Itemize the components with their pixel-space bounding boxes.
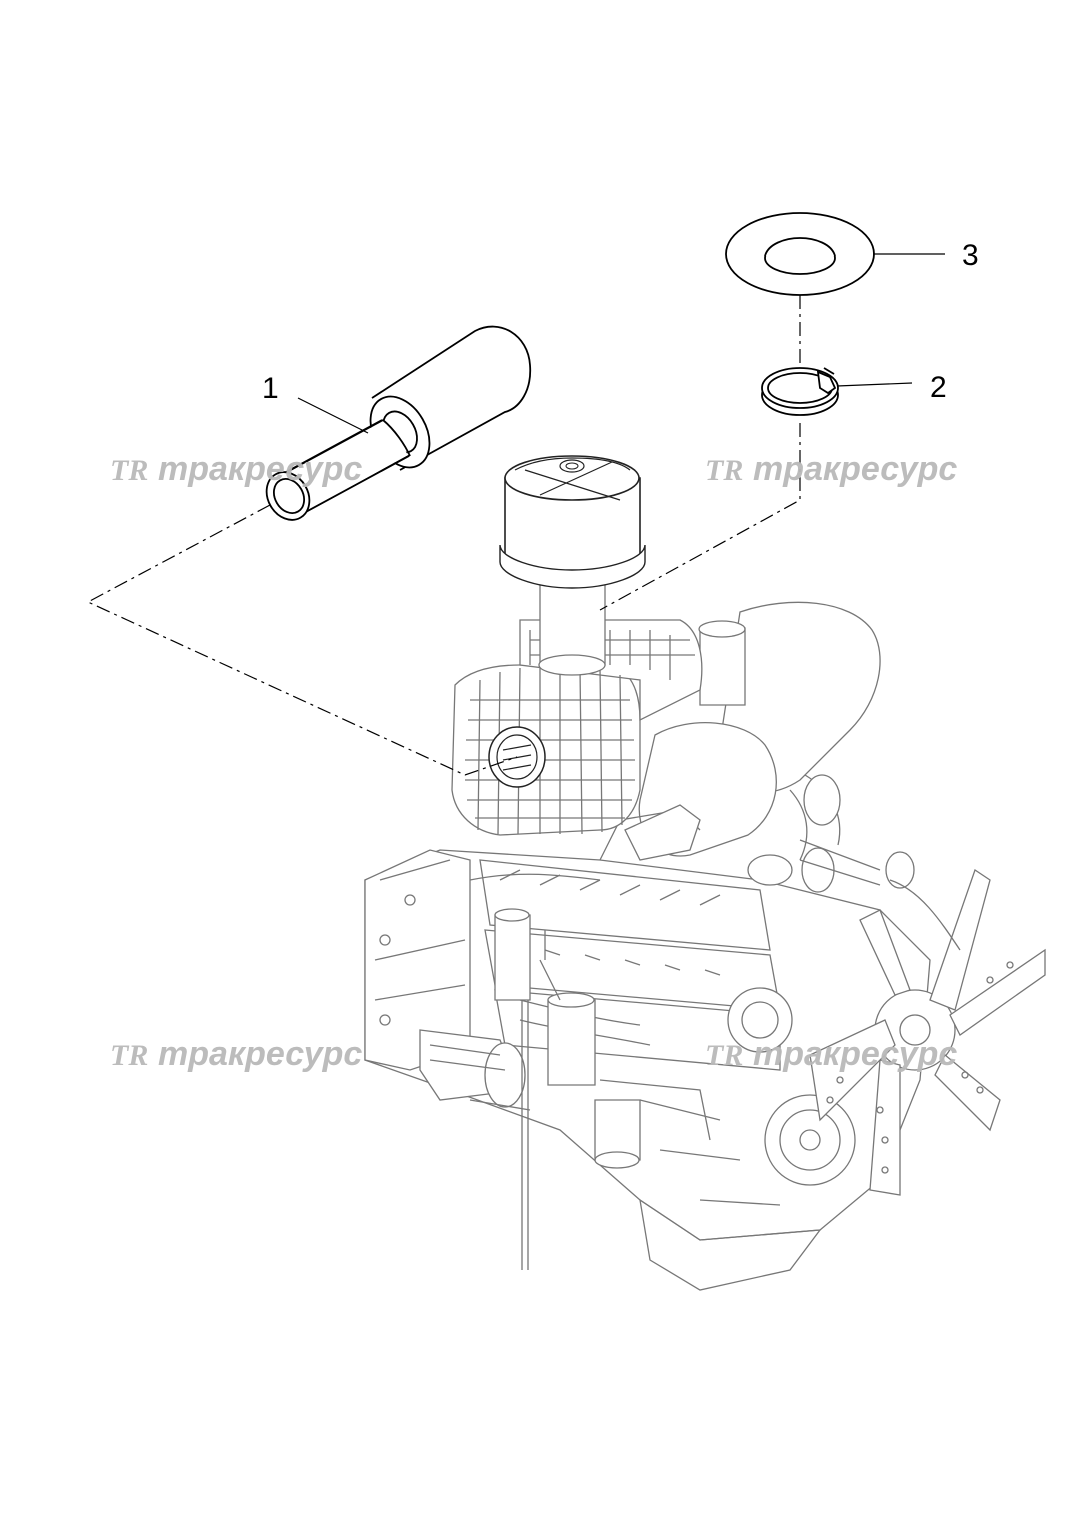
- watermark-top-right: TR тракресурс: [705, 450, 957, 488]
- callout-1: 1: [262, 372, 279, 405]
- watermark-text: тракресурс: [158, 450, 362, 488]
- air-cleaner: [451, 455, 703, 836]
- watermark-logo: TR: [705, 454, 743, 487]
- assembly-lines: [86, 295, 801, 776]
- watermark-logo: TR: [110, 454, 148, 487]
- watermark-text: тракресурс: [753, 1035, 957, 1073]
- part-3-seal-ring[interactable]: [725, 212, 875, 296]
- watermark-text: тракресурс: [753, 450, 957, 488]
- callout-2: 2: [930, 371, 947, 404]
- part-2-clamp[interactable]: [761, 367, 839, 416]
- engine-assembly: [364, 601, 1046, 1291]
- leader-lines: [297, 253, 945, 434]
- watermark-logo: TR: [110, 1039, 148, 1072]
- watermark-top-left: TR тракресурс: [110, 450, 362, 488]
- watermark-bottom-right: TR тракресурс: [705, 1035, 957, 1073]
- callout-3: 3: [962, 239, 979, 272]
- part-1-filter-element[interactable]: [258, 325, 532, 528]
- watermark-text: тракресурс: [158, 1035, 362, 1073]
- watermark-logo: TR: [705, 1039, 743, 1072]
- watermark-bottom-left: TR тракресурс: [110, 1035, 362, 1073]
